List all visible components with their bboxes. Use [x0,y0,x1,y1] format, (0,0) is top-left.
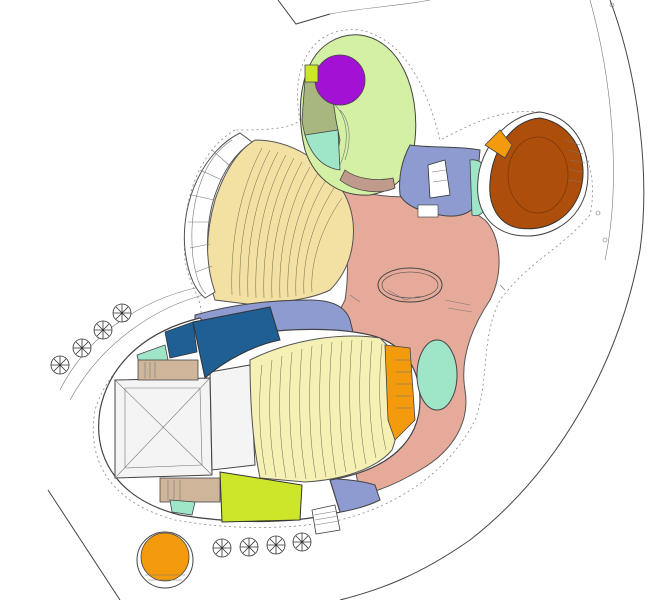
brown-hall [477,111,589,237]
trees-left [50,303,132,375]
foyer-oval-feature [377,267,443,303]
main-hall-seating [249,335,416,483]
purple-room [314,54,366,106]
curved-stair [183,132,253,299]
dark-blue-annex [164,321,198,359]
service-rooms-upper [137,359,199,381]
tree-symbol-icon [266,535,286,555]
lime-room-lower [219,471,303,523]
main-hall-seat-rows [259,339,387,480]
orange-circular-room [136,531,194,589]
tree-symbol-icon [212,538,232,558]
service-rooms-lower [159,477,221,516]
tree-symbol-icon [50,355,70,375]
trees-bottom [212,532,312,558]
tree-symbol-icon [292,532,312,552]
upper-lobe [299,34,417,196]
tree-symbol-icon [239,537,259,557]
stair-bottom [311,504,341,535]
tree-symbol-icon [72,338,92,358]
dark-blue-room [192,306,281,379]
mint-oval-room [416,339,458,411]
lime-room-upper [304,64,319,83]
foyer-details [349,2,615,313]
rehearsal-hall [207,139,354,306]
mint-room-upper [304,129,341,171]
stage [114,364,256,479]
tree-symbol-icon [93,320,113,340]
tree-symbol-icon [112,303,132,323]
